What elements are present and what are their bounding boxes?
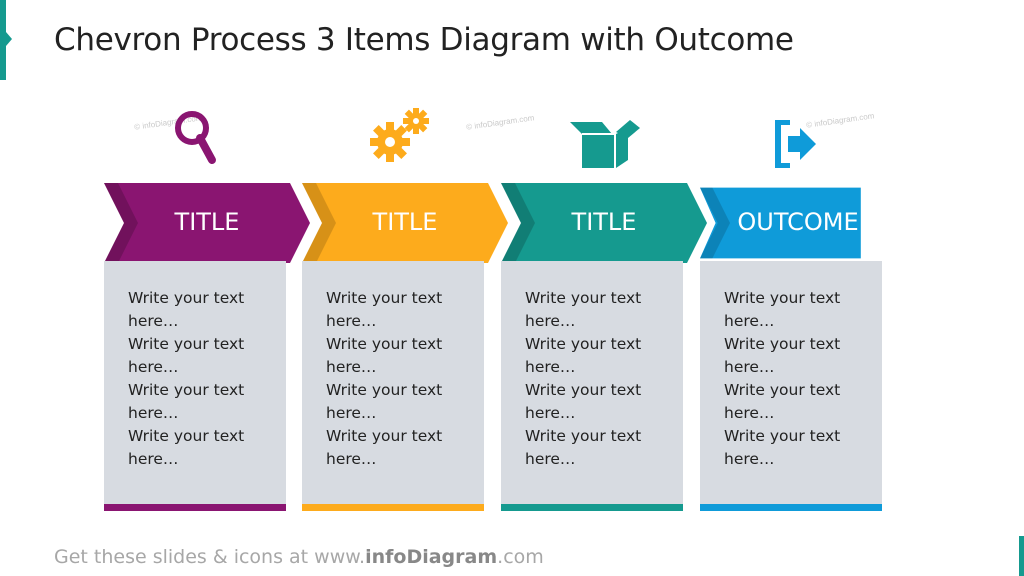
- outcome-bar: [700, 504, 882, 511]
- step-title-2: TITLE: [372, 208, 438, 236]
- watermark: © infoDiagram.com: [465, 113, 535, 132]
- step-title-3: TITLE: [571, 208, 637, 236]
- footer-credit: Get these slides & icons at www.infoDiag…: [54, 546, 544, 568]
- page-title: Chevron Process 3 Items Diagram with Out…: [54, 22, 794, 58]
- chevron-header-2: [302, 183, 508, 263]
- step-bar-3: [501, 504, 683, 511]
- step-bar-2: [302, 504, 484, 511]
- outcome-header: [700, 187, 861, 259]
- gears-icon: [370, 108, 429, 162]
- open-box-icon: [570, 120, 640, 168]
- left-accent-bar: [0, 0, 6, 80]
- outcome-title: OUTCOME: [737, 208, 859, 236]
- right-accent-bar: [1019, 536, 1024, 576]
- chevron-header-3: [501, 183, 707, 263]
- footer-brand: infoDiagram: [365, 546, 498, 568]
- magnifier-icon: [175, 111, 216, 164]
- left-accent-notch: [6, 32, 12, 46]
- step-title-1: TITLE: [174, 208, 240, 236]
- chevron-header-1: [104, 183, 310, 263]
- step-bar-1: [104, 504, 286, 511]
- exit-arrow-icon: [775, 120, 816, 168]
